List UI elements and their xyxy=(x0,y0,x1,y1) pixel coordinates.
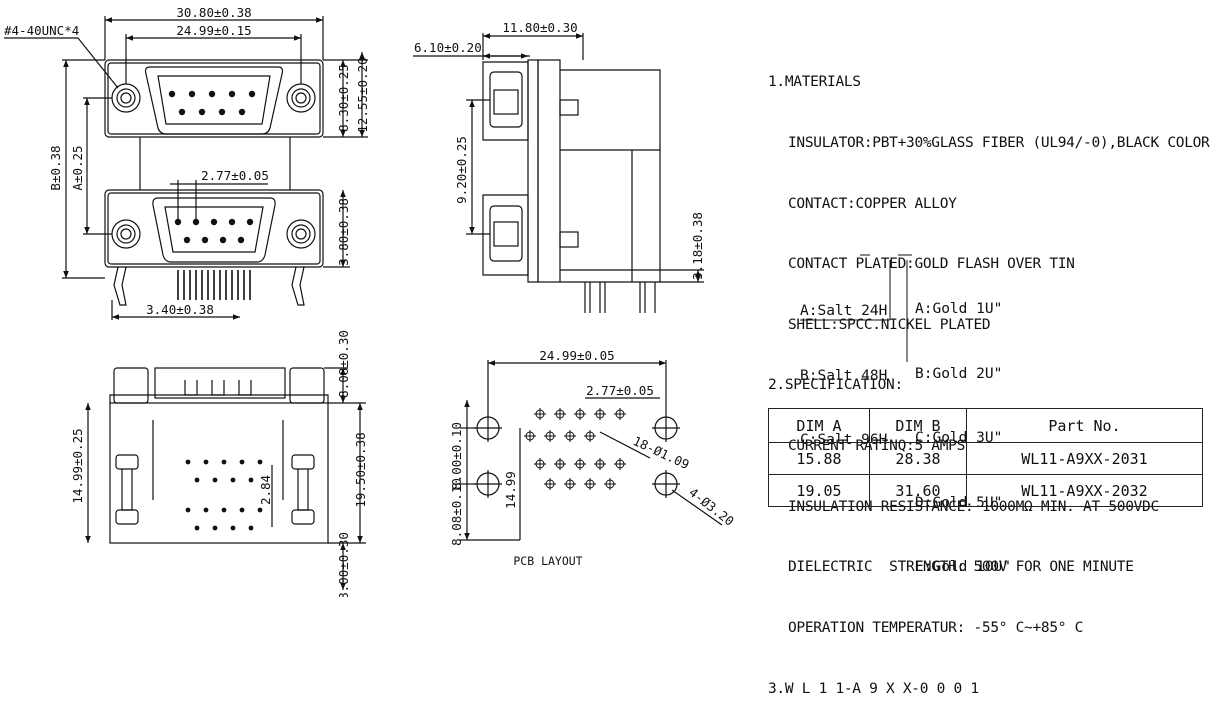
table-row: 19.05 31.60 WL11-A9XX-2032 xyxy=(768,474,1203,507)
dim-foot-offset: 3.40±0.38 xyxy=(146,302,214,317)
dim-low-height: 3.80±0.38 xyxy=(336,198,351,266)
table-cell: 15.88 xyxy=(768,442,870,475)
gold-option: E:Gold 10U" xyxy=(915,559,1012,575)
technical-drawing: 30.80±0.38 24.99±0.15 #4-40UNC*4 2.77±0.… xyxy=(4,5,912,597)
dim-bottom-top-offset: 8.08±0.30 xyxy=(336,330,351,398)
table-row: 15.88 28.38 WL11-A9XX-2031 xyxy=(768,442,1203,475)
dim-bottom-height: 19.50±0.38 xyxy=(353,432,368,507)
salt-option: B:Salt 48H xyxy=(800,367,888,384)
table-header-row: DIM A DIM B Part No. xyxy=(768,408,1203,443)
table-header-dim-a: DIM A xyxy=(768,408,870,443)
spec-specification-heading: 2.SPECIFICATION: xyxy=(768,377,903,394)
dim-screw: #4-40UNC*4 xyxy=(4,23,79,38)
gold-option: A:Gold 1U" xyxy=(915,301,1003,317)
dim-side-port-gap: 9.20±0.25 xyxy=(454,136,469,204)
spec-insulator: INSULATOR:PBT+30%GLASS FIBER (UL94/-0),B… xyxy=(788,135,1210,152)
dim-pcb-lower: 8.08±0.10 xyxy=(449,478,464,546)
dim-top-width: 30.80±0.38 xyxy=(176,5,251,20)
dim-pcb-width: 24.99±0.05 xyxy=(539,348,614,363)
table-header-part-no: Part No. xyxy=(966,408,1203,443)
front-pins xyxy=(168,90,256,244)
pcb-layout-label: PCB LAYOUT xyxy=(513,554,582,568)
dim-pitch-width: 24.99±0.15 xyxy=(176,23,251,38)
dim-bottom-row: 2.84 xyxy=(258,475,273,505)
pcb-holes xyxy=(524,408,626,490)
dim-top-height: 8.30±0.25 xyxy=(336,64,351,132)
dim-pcb-mount-holes: 4-Ø3.20 xyxy=(686,485,737,529)
spec-materials-heading: 1.MATERIALS xyxy=(768,74,861,91)
spec-part-code: 3.W L 1 1-A 9 X X-0 0 0 1 xyxy=(768,680,979,697)
gold-option: B:Gold 2U" xyxy=(915,365,1003,382)
dimension-table: DIM A DIM B Part No. 15.88 28.38 WL11-A9… xyxy=(768,408,1203,507)
spec-contact: CONTACT:COPPER ALLOY xyxy=(788,195,957,212)
dim-pcb-upper: 8.00±0.10 xyxy=(449,422,464,490)
salt-option: A:Salt 24H xyxy=(800,303,888,319)
bottom-pins xyxy=(185,459,263,531)
table-cell: WL11-A9XX-2032 xyxy=(966,474,1203,507)
spec-contact-plated: CONTACT PLATED:GOLD FLASH OVER TIN xyxy=(788,256,1075,273)
table-cell: WL11-A9XX-2031 xyxy=(966,442,1203,475)
dim-a: A±0.25 xyxy=(70,145,85,190)
dim-pcb-pitch: 2.77±0.05 xyxy=(586,383,654,398)
bottom-view xyxy=(85,367,366,590)
front-view xyxy=(4,16,368,320)
dim-side-flange: 6.10±0.20 xyxy=(414,40,482,55)
dim-b: B±0.38 xyxy=(48,145,63,190)
spec-temperature: OPERATION TEMPERATUR: -55° C~+85° C xyxy=(788,619,1084,636)
table-cell: 28.38 xyxy=(869,442,967,475)
dim-side-standoff: 3.18±0.38 xyxy=(690,212,705,280)
dim-pin-pitch: 2.77±0.05 xyxy=(201,168,269,183)
dim-bottom-inner: 14.99±0.25 xyxy=(70,428,85,503)
pcb-layout-view xyxy=(460,360,723,541)
table-header-dim-b: DIM B xyxy=(869,408,967,443)
dim-pcb-height: 14.99 xyxy=(503,471,518,509)
side-view xyxy=(413,33,704,313)
dim-top-total: 12.55±0.20 xyxy=(355,57,370,132)
table-cell: 19.05 xyxy=(768,474,870,507)
dim-bottom-offset: 8.00±0.30 xyxy=(336,532,351,597)
spec-dielectric: DIELECTRIC STRENGTH: 500V FOR ONE MINUTE xyxy=(788,559,1134,576)
spec-shell: SHELL:SPCC.NICKEL PLATED xyxy=(788,316,991,333)
dim-side-depth: 11.80±0.30 xyxy=(502,20,577,35)
table-cell: 31.60 xyxy=(869,474,967,507)
